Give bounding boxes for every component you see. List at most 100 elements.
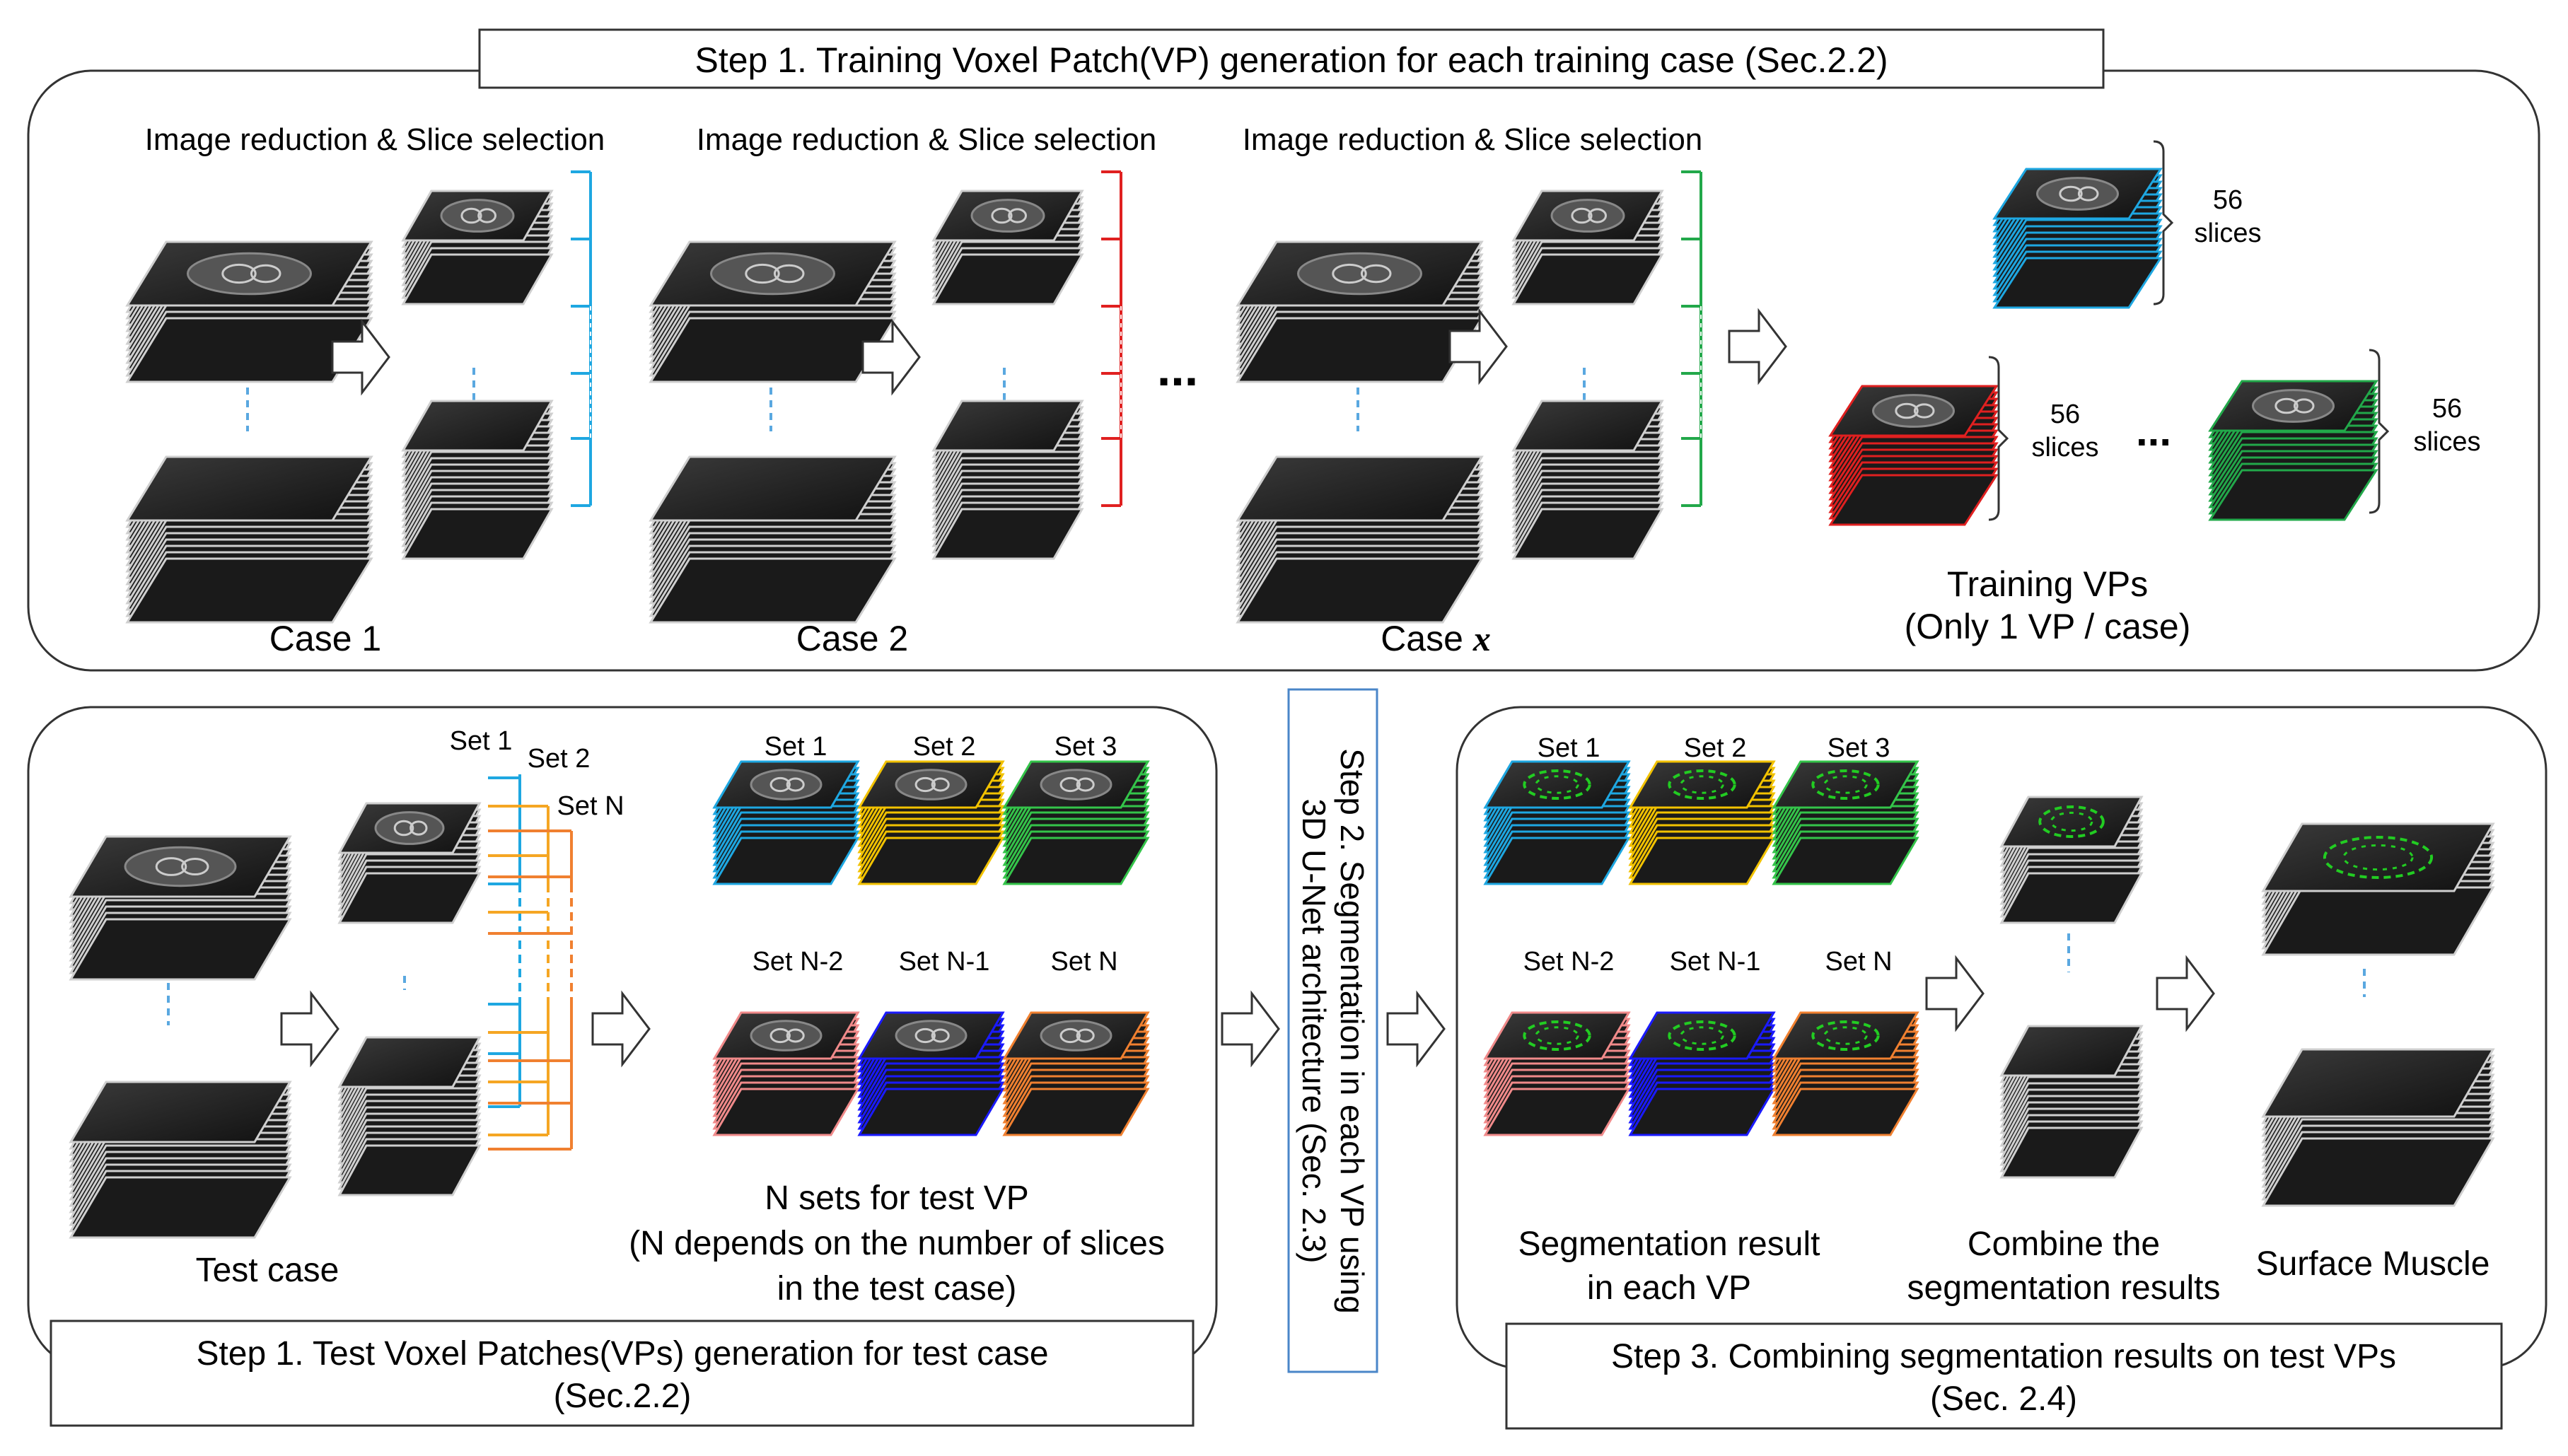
slice <box>857 1088 1005 1136</box>
seg-set-label: Set N-2 <box>1523 947 1615 977</box>
step2-line-1: Step 2. Segmentation in each VP using <box>1334 748 1371 1314</box>
test-title-box <box>50 1320 1195 1427</box>
full-volume-stack <box>1236 455 1484 624</box>
ct-organ-icon <box>1076 777 1095 792</box>
slice <box>125 557 373 624</box>
ct-organ-icon <box>409 820 428 836</box>
vp-blue-unit: slices <box>2194 219 2261 248</box>
test-vp-stack <box>1002 1011 1150 1136</box>
slice <box>1828 474 1999 526</box>
full-volume-stack <box>125 455 373 624</box>
ct-organ-icon <box>1008 208 1027 223</box>
muscle-mask-icon <box>2323 836 2434 879</box>
ct-body-icon <box>374 811 445 845</box>
slice <box>857 837 1005 885</box>
vp-set-label: Set N <box>1050 947 1117 977</box>
ct-body-icon <box>970 199 1045 233</box>
seg-set-label: Set 1 <box>1538 733 1600 763</box>
muscle-mask-icon <box>1668 1020 1736 1051</box>
slice <box>1511 253 1664 305</box>
slice <box>1511 508 1664 560</box>
muscle-mask-icon <box>1523 1020 1591 1051</box>
slice <box>337 1144 482 1196</box>
selected-slices-stack <box>401 400 554 560</box>
vp-red-count: 56 <box>2050 400 2080 429</box>
test-vp-caption-1: N sets for test VP <box>765 1180 1028 1217</box>
slice <box>1002 837 1150 885</box>
slice <box>401 508 554 560</box>
ct-organ-icon <box>1059 1027 1081 1044</box>
muscle-mask-icon <box>1668 769 1736 800</box>
slice <box>337 872 482 924</box>
ct-organ-icon <box>460 207 482 224</box>
curly-brace <box>2369 349 2390 514</box>
curly-brace <box>2153 140 2174 305</box>
muscle-mask-icon <box>1535 775 1579 794</box>
top-slice <box>1483 1011 1631 1060</box>
slice <box>401 253 554 305</box>
combine-stacks <box>1999 796 2495 1207</box>
slice <box>1999 872 2144 924</box>
arrow-icon <box>1386 992 1446 1066</box>
top-slice <box>1483 760 1631 809</box>
step2-box: Step 2. Segmentation in each VP using 3D… <box>1221 688 1446 1373</box>
ct-body-icon <box>2036 177 2119 211</box>
slice <box>2261 1137 2495 1207</box>
ct-body-icon <box>1040 769 1112 800</box>
test-vp-stack <box>857 760 1005 885</box>
top-slice <box>2261 822 2495 892</box>
slice <box>1628 837 1776 885</box>
muscle-mask-icon <box>2050 811 2093 832</box>
ct-organ-icon <box>1360 264 1392 284</box>
combine-caption-1: Combine the <box>1968 1225 2160 1263</box>
slice <box>712 837 860 885</box>
muscle-mask-icon <box>2038 805 2105 838</box>
surface-muscle-stack <box>2261 1048 2495 1207</box>
case-1-label: Case 1 <box>269 619 381 658</box>
ct-body-icon <box>750 769 823 800</box>
ct-organ-icon <box>181 857 209 876</box>
vp-set-label: Set N-1 <box>899 947 990 977</box>
case-x-heading: Image reduction & Slice selection <box>1243 122 1703 157</box>
segmentation-vp-stack <box>1772 760 1919 885</box>
ct-body-icon <box>895 1020 968 1052</box>
ct-organ-icon <box>991 207 1013 224</box>
ct-organ-icon <box>1571 207 1593 224</box>
combined-stack <box>1999 796 2144 924</box>
case-2-label: Case 2 <box>796 619 908 658</box>
training-title-box <box>478 28 2105 89</box>
slice <box>1483 837 1631 885</box>
top-slice <box>1628 760 1776 809</box>
case-x-label-prefix: Case <box>1381 619 1473 658</box>
top-slice <box>1999 796 2144 848</box>
muscle-mask-icon <box>1535 1026 1579 1045</box>
segmentation-vp-stack <box>1483 760 1631 885</box>
full-volume-stack <box>125 240 373 383</box>
ct-organ-icon <box>769 1027 791 1044</box>
slice <box>1992 257 2163 309</box>
slice <box>1772 1088 1919 1136</box>
slice <box>1236 317 1484 383</box>
ct-organ-icon <box>1895 402 1919 419</box>
set-n-line-label: Set N <box>557 791 624 821</box>
vp-set-label: Set N-2 <box>753 947 844 977</box>
ct-body-icon <box>1297 252 1422 296</box>
ct-body-icon <box>2252 389 2335 423</box>
test-title-line-2: (Sec.2.2) <box>554 1378 692 1415</box>
seg-caption-1: Segmentation result <box>1518 1225 1820 1263</box>
training-title: Step 1. Training Voxel Patch(VP) generat… <box>695 40 1888 80</box>
training-vp-stack <box>2208 380 2378 521</box>
ct-body-icon <box>710 252 835 296</box>
ct-organ-icon <box>931 1028 950 1043</box>
case-2-heading: Image reduction & Slice selection <box>697 122 1157 157</box>
ct-body-icon <box>440 199 515 233</box>
ct-organ-icon <box>2274 397 2299 414</box>
selected-slices-stack <box>931 190 1084 305</box>
top-slice <box>1236 455 1484 522</box>
ct-body-icon <box>1040 1020 1112 1052</box>
top-slice <box>1999 1025 2144 1077</box>
ct-body-icon <box>750 1020 823 1052</box>
